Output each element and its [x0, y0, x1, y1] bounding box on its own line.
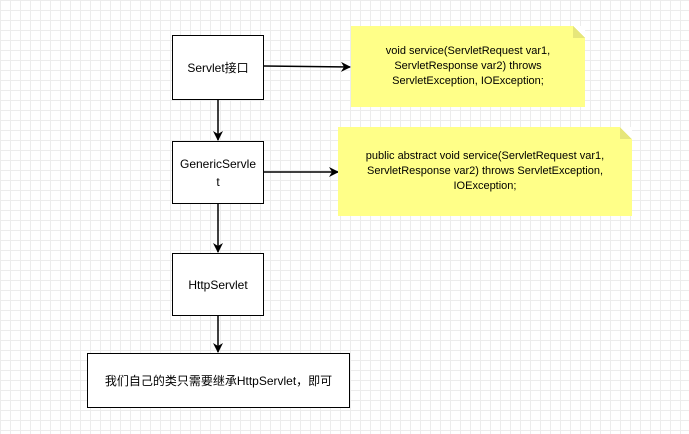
servlet-interface-label: Servlet接口 [187, 60, 249, 75]
our-class-label: 我们自己的类只需要继承HttpServlet，即可 [104, 373, 333, 388]
note-fold-corner [573, 26, 585, 38]
our-class-node: 我们自己的类只需要继承HttpServlet，即可 [87, 353, 350, 408]
arrow-servlet-to-note [263, 61, 351, 72]
servlet-service-note-text: void service(ServletRequest var1, Servle… [385, 45, 551, 87]
generic-service-note-text: public abstract void service(ServletRequ… [365, 150, 605, 192]
generic-servlet-node: GenericServlet [172, 141, 264, 204]
generic-service-note: public abstract void service(ServletRequ… [338, 127, 632, 216]
servlet-service-note: void service(ServletRequest var1, Servle… [351, 26, 585, 107]
http-servlet-node: HttpServlet [172, 253, 264, 316]
servlet-interface-node: Servlet接口 [172, 35, 264, 100]
generic-servlet-label: GenericServlet [179, 156, 257, 189]
note-fold-corner [620, 127, 632, 139]
http-servlet-label: HttpServlet [188, 277, 248, 292]
